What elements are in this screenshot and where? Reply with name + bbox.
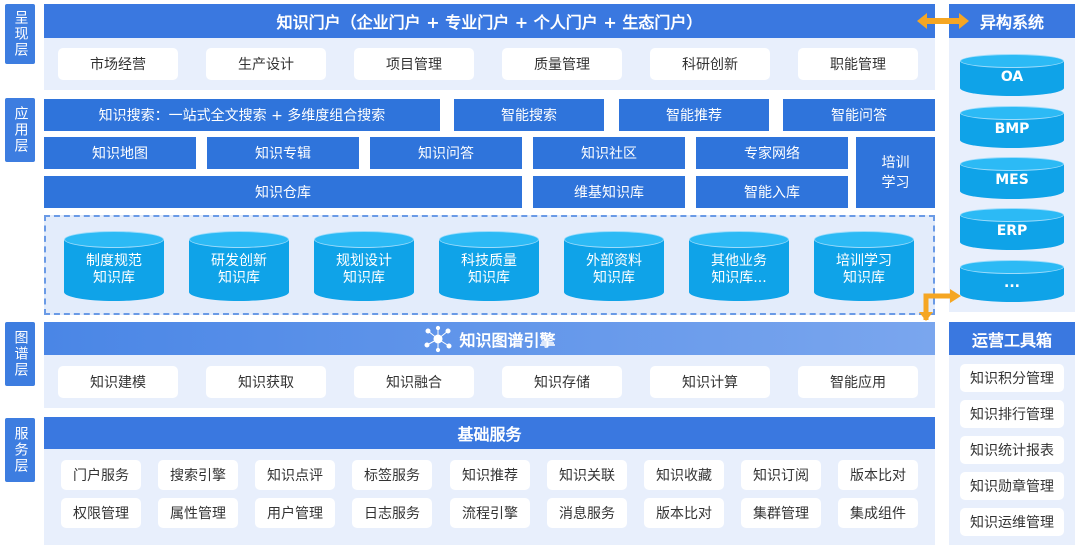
service-item[interactable]: 集成组件 [838, 498, 918, 528]
service-item[interactable]: 日志服务 [352, 498, 432, 528]
portal-item[interactable]: 项目管理 [354, 48, 474, 80]
repo-cylinder[interactable]: 规划设计知识库 [314, 231, 414, 301]
service-item[interactable]: 流程引擎 [450, 498, 530, 528]
repo-cylinder[interactable]: 其他业务知识库... [689, 231, 789, 301]
system-label: BMP [994, 121, 1030, 137]
graph-item[interactable]: 知识建模 [58, 366, 178, 398]
graph-item[interactable]: 知识获取 [206, 366, 326, 398]
ops-item[interactable]: 知识勋章管理 [960, 472, 1064, 500]
repo-label: 知识库 [843, 270, 885, 286]
repo-label: 知识库 [593, 270, 635, 286]
portal-item[interactable]: 科研创新 [650, 48, 770, 80]
repo-label: 知识库... [711, 270, 767, 286]
presentation-panel [44, 38, 935, 90]
app-expert-network[interactable]: 专家网络 [696, 137, 848, 169]
graph-network-icon [424, 325, 452, 352]
repo-label: 知识库 [343, 270, 385, 286]
repo-cylinder[interactable]: 制度规范知识库 [64, 231, 164, 301]
graph-engine-title: 知识图谱引擎 [459, 330, 556, 350]
repo-label: 研发创新 [211, 253, 267, 269]
service-item[interactable]: 知识订阅 [741, 460, 821, 490]
portal-banner: 知识门户（企业门户 + 专业门户 + 个人门户 + 生态门户） [44, 4, 935, 38]
app-knowledge-album[interactable]: 知识专辑 [207, 137, 359, 169]
repo-cylinder[interactable]: 研发创新知识库 [189, 231, 289, 301]
repo-cylinder[interactable]: 培训学习知识库 [814, 231, 914, 301]
layer-label-application: 应用层 [5, 98, 35, 162]
service-item[interactable]: 版本比对 [838, 460, 918, 490]
repo-label: 培训学习 [836, 253, 892, 269]
service-item[interactable]: 版本比对 [644, 498, 724, 528]
app-smart-search[interactable]: 智能搜索 [454, 99, 604, 131]
service-item[interactable]: 属性管理 [158, 498, 238, 528]
portal-item[interactable]: 质量管理 [502, 48, 622, 80]
ops-item[interactable]: 知识运维管理 [960, 508, 1064, 536]
service-item[interactable]: 消息服务 [547, 498, 627, 528]
bidirectional-arrow-icon [917, 13, 969, 29]
app-knowledge-qa[interactable]: 知识问答 [370, 137, 522, 169]
portal-item[interactable]: 职能管理 [798, 48, 918, 80]
repo-label: 制度规范 [86, 253, 142, 269]
service-item[interactable]: 搜索引擎 [158, 460, 238, 490]
portal-item[interactable]: 市场经营 [58, 48, 178, 80]
service-item[interactable]: 用户管理 [255, 498, 335, 528]
service-banner: 基础服务 [44, 417, 935, 449]
system-label: OA [1000, 69, 1024, 85]
graph-item[interactable]: 知识存储 [502, 366, 622, 398]
repo-label: 知识库 [468, 270, 510, 286]
layer-label-presentation: 呈现层 [5, 4, 35, 64]
graph-panel [44, 355, 935, 408]
system-cylinder[interactable]: OA [960, 54, 1064, 96]
service-item[interactable]: 知识点评 [255, 460, 335, 490]
external-systems-title: 异构系统 [949, 4, 1075, 38]
system-label: ... [1004, 275, 1020, 291]
layer-label-graph: 图谱层 [5, 322, 35, 386]
service-item[interactable]: 门户服务 [61, 460, 141, 490]
app-search[interactable]: 知识搜索：一站式全文搜索 + 多维度组合搜索 [44, 99, 440, 131]
ops-item[interactable]: 知识积分管理 [960, 364, 1064, 392]
app-knowledge-community[interactable]: 知识社区 [533, 137, 685, 169]
graph-item[interactable]: 知识计算 [650, 366, 770, 398]
service-item[interactable]: 标签服务 [352, 460, 432, 490]
repo-label: 其他业务 [711, 253, 767, 269]
system-cylinder[interactable]: MES [960, 157, 1064, 199]
app-training[interactable]: 培训 学习 [856, 137, 935, 208]
ops-toolbox-title: 运营工具箱 [949, 322, 1075, 355]
system-cylinder[interactable]: BMP [960, 106, 1064, 148]
system-cylinder[interactable]: ... [960, 260, 1064, 302]
app-knowledge-warehouse[interactable]: 知识仓库 [44, 176, 522, 208]
elbow-arrow-icon [919, 289, 961, 321]
graph-item[interactable]: 智能应用 [798, 366, 918, 398]
graph-engine-banner: 知识图谱引擎 [44, 322, 935, 355]
system-label: MES [995, 172, 1029, 188]
repo-label: 知识库 [93, 270, 135, 286]
layer-label-service: 服务层 [5, 418, 35, 482]
repo-label: 外部资料 [586, 253, 642, 269]
repo-cylinder[interactable]: 科技质量知识库 [439, 231, 539, 301]
repo-cylinder[interactable]: 外部资料知识库 [564, 231, 664, 301]
app-smart-qa[interactable]: 智能问答 [783, 99, 935, 131]
service-item[interactable]: 权限管理 [61, 498, 141, 528]
service-item[interactable]: 集群管理 [741, 498, 821, 528]
ops-item[interactable]: 知识排行管理 [960, 400, 1064, 428]
app-wiki[interactable]: 维基知识库 [533, 176, 685, 208]
ops-item[interactable]: 知识统计报表 [960, 436, 1064, 464]
portal-item[interactable]: 生产设计 [206, 48, 326, 80]
service-item[interactable]: 知识关联 [547, 460, 627, 490]
system-cylinder[interactable]: ERP [960, 208, 1064, 250]
graph-item[interactable]: 知识融合 [354, 366, 474, 398]
app-smart-ingest[interactable]: 智能入库 [696, 176, 848, 208]
repo-label: 知识库 [218, 270, 260, 286]
repo-label: 科技质量 [461, 253, 517, 269]
repo-label: 规划设计 [336, 253, 392, 269]
service-item[interactable]: 知识收藏 [644, 460, 724, 490]
app-smart-recommend[interactable]: 智能推荐 [619, 99, 769, 131]
app-knowledge-map[interactable]: 知识地图 [44, 137, 196, 169]
system-label: ERP [996, 223, 1028, 239]
service-item[interactable]: 知识推荐 [450, 460, 530, 490]
